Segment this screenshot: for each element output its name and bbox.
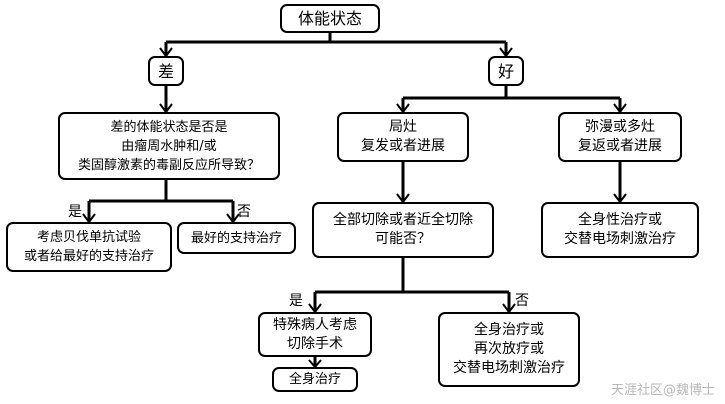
node-question-cause: 差的体能状态是否是 由瘤周水肿和/或 类固醇激素的毒副反应所导致？ [58,112,280,180]
node-systemic-ttf: 全身性治疗或 交替电场刺激治疗 [541,202,699,258]
node-poor: 差 [148,56,184,86]
label-no-left: 否 [237,204,251,220]
label-no-right: 否 [515,293,529,309]
node-diffuse: 弥漫或多灶 复返或者进展 [558,112,682,162]
node-good: 好 [488,56,524,86]
node-special-surgery: 特殊病人考虑 切除手术 [258,312,372,357]
node-bevacizumab: 考虑贝伐单抗试验 或者给最好的支持治疗 [6,222,172,272]
node-best-support: 最好的支持治疗 [177,222,296,254]
node-local: 局灶 复发或者进展 [337,112,469,162]
watermark: 天涯社区@魏博士 [610,383,715,398]
node-systemic-multi: 全身治疗或 再次放疗或 交替电场刺激治疗 [438,312,580,387]
node-resection-question: 全部切除或者近全切除 可能否？ [312,202,494,258]
node-root: 体能状态 [280,4,380,33]
label-yes-right: 是 [289,293,303,309]
label-yes-left: 是 [68,204,82,220]
node-systemic-final: 全身治疗 [272,367,358,392]
